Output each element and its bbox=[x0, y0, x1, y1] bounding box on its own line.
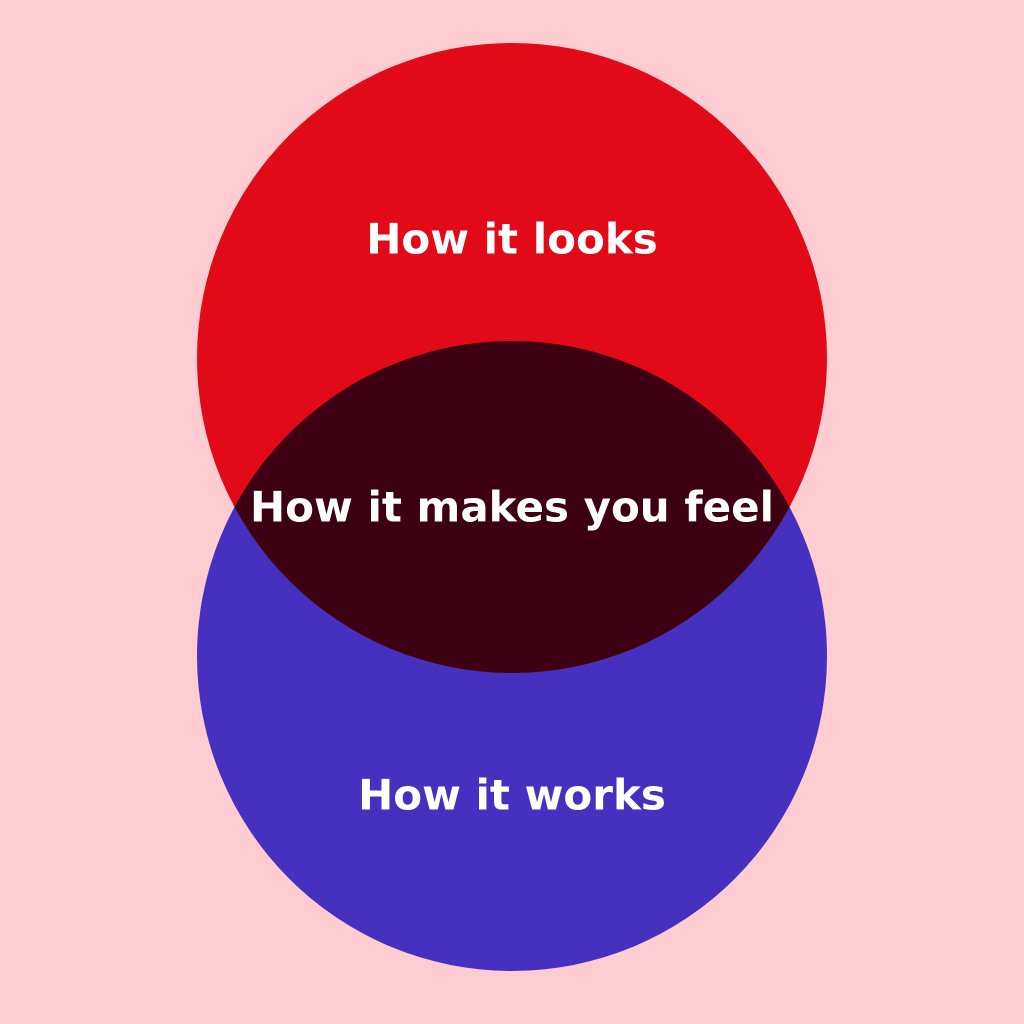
label-how-it-makes-you-feel: How it makes you feel bbox=[250, 483, 774, 532]
label-how-it-looks: How it looks bbox=[366, 215, 658, 264]
venn-overlap bbox=[197, 341, 827, 673]
label-how-it-works: How it works bbox=[358, 771, 666, 820]
